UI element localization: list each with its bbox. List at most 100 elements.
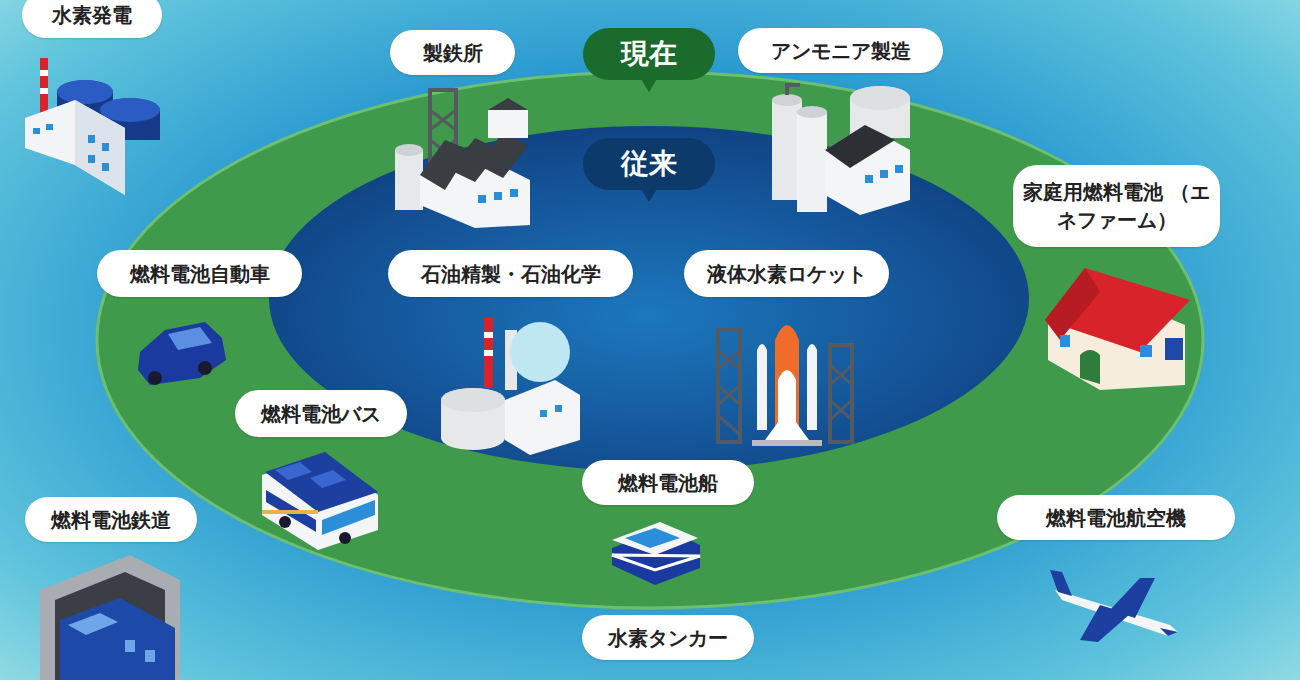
car-icon [198,361,212,375]
steel-mill-icon [478,132,528,178]
node-label: 燃料電池自動車 [130,260,270,288]
steel-mill-icon [430,90,456,185]
ammonia-plant-icon [880,170,888,178]
power-plant-icon [57,80,113,104]
train-icon [40,555,180,680]
house-icon [1045,268,1190,352]
bus-icon [262,455,378,550]
bus-icon [322,500,375,535]
train-icon [55,572,165,680]
ammonia-plant-icon [825,125,910,215]
label-pill: 燃料電池船 [582,460,754,505]
train-icon [60,598,175,680]
node-label: 石油精製・石油化学 [421,260,601,288]
ship-icon [625,528,680,548]
refinery-icon [555,405,562,412]
node-label: 燃料電池船 [618,469,718,497]
era-tag: 現在 [583,28,715,80]
rocket-icon [718,330,740,442]
refinery-icon [441,400,505,438]
steel-mill-icon [478,195,486,203]
ammonia-plant-icon [850,86,910,110]
ship-icon [612,522,700,585]
airplane-icon [1055,590,1178,636]
bus-icon [262,510,318,514]
rocket-icon [752,440,822,446]
refinery-icon [441,318,580,455]
steel-mill-icon [395,90,530,228]
refinery-icon [441,388,505,412]
label-pill: 燃料電池バス [235,390,407,437]
refinery-icon [484,350,493,356]
house-icon [1165,338,1183,360]
airplane-icon [1050,570,1072,596]
bus-icon [275,462,312,480]
label-pill: 燃料電池自動車 [97,250,302,297]
node-label: 燃料電池航空機 [1046,504,1186,532]
bus-icon [310,470,346,488]
power-plant-icon [100,110,160,140]
node-label: 製鉄所 [423,39,483,67]
rocket-icon [757,344,767,430]
label-pill: 製鉄所 [390,30,515,75]
train-icon [40,555,180,680]
refinery-icon [441,426,505,450]
refinery-icon [540,410,547,417]
label-pill: 液体水素ロケット [684,250,889,297]
power-plant-icon [46,124,53,130]
node-label: 燃料電池バス [261,400,381,428]
ammonia-plant-icon [772,85,910,215]
node-label: 家庭用燃料電池 （エネファーム） [1022,178,1212,234]
steel-mill-icon [430,110,456,160]
bus-icon [339,532,351,544]
airplane-icon [1160,628,1178,636]
ammonia-plant-icon [787,85,800,95]
house-icon [1045,268,1190,390]
bus-icon [265,452,378,512]
house-icon [1048,290,1185,390]
power-plant-icon [88,135,95,143]
refinery-icon [505,380,580,455]
power-plant-icon [40,70,48,76]
ship-icon [612,522,698,555]
steel-mill-icon [510,189,518,197]
bus-icon [262,452,378,550]
train-icon [68,613,118,635]
refinery-icon [510,322,570,382]
label-pill: 水素タンカー [582,615,754,660]
power-plant-icon [100,98,160,122]
airplane-icon [1080,605,1130,642]
car-icon [138,322,226,385]
rocket-icon [775,325,799,430]
house-icon [1060,335,1070,347]
power-plant-icon [75,100,125,195]
node-label: 燃料電池鉄道 [51,506,171,534]
ship-icon [612,528,700,585]
train-icon [145,650,155,662]
steel-mill-icon [420,140,470,190]
bus-icon [266,490,316,532]
power-plant-icon [40,58,48,113]
power-plant-icon [57,92,113,114]
ammonia-plant-icon [772,100,802,200]
airplane-icon [1050,570,1178,642]
node-label: 水素発電 [52,1,132,29]
house-icon [1080,350,1100,384]
steel-mill-icon [494,192,502,200]
steel-mill-icon [450,138,500,182]
node-label: 水素タンカー [608,624,728,652]
ammonia-plant-icon [797,106,827,118]
node-label: 液体水素ロケット [707,260,867,288]
ammonia-plant-icon [865,175,873,183]
label-pill: 家庭用燃料電池 （エネファーム） [1013,165,1220,247]
steel-mill-icon [395,144,423,156]
era-tag: 従来 [583,138,715,190]
power-plant-icon [33,128,40,134]
power-plant-icon [102,143,109,151]
ammonia-plant-icon [825,125,895,168]
power-plant-icon [40,88,48,94]
refinery-icon [484,332,493,338]
label-pill: アンモニア製造 [738,28,943,73]
car-icon [138,322,226,385]
rocket-icon [765,410,809,440]
